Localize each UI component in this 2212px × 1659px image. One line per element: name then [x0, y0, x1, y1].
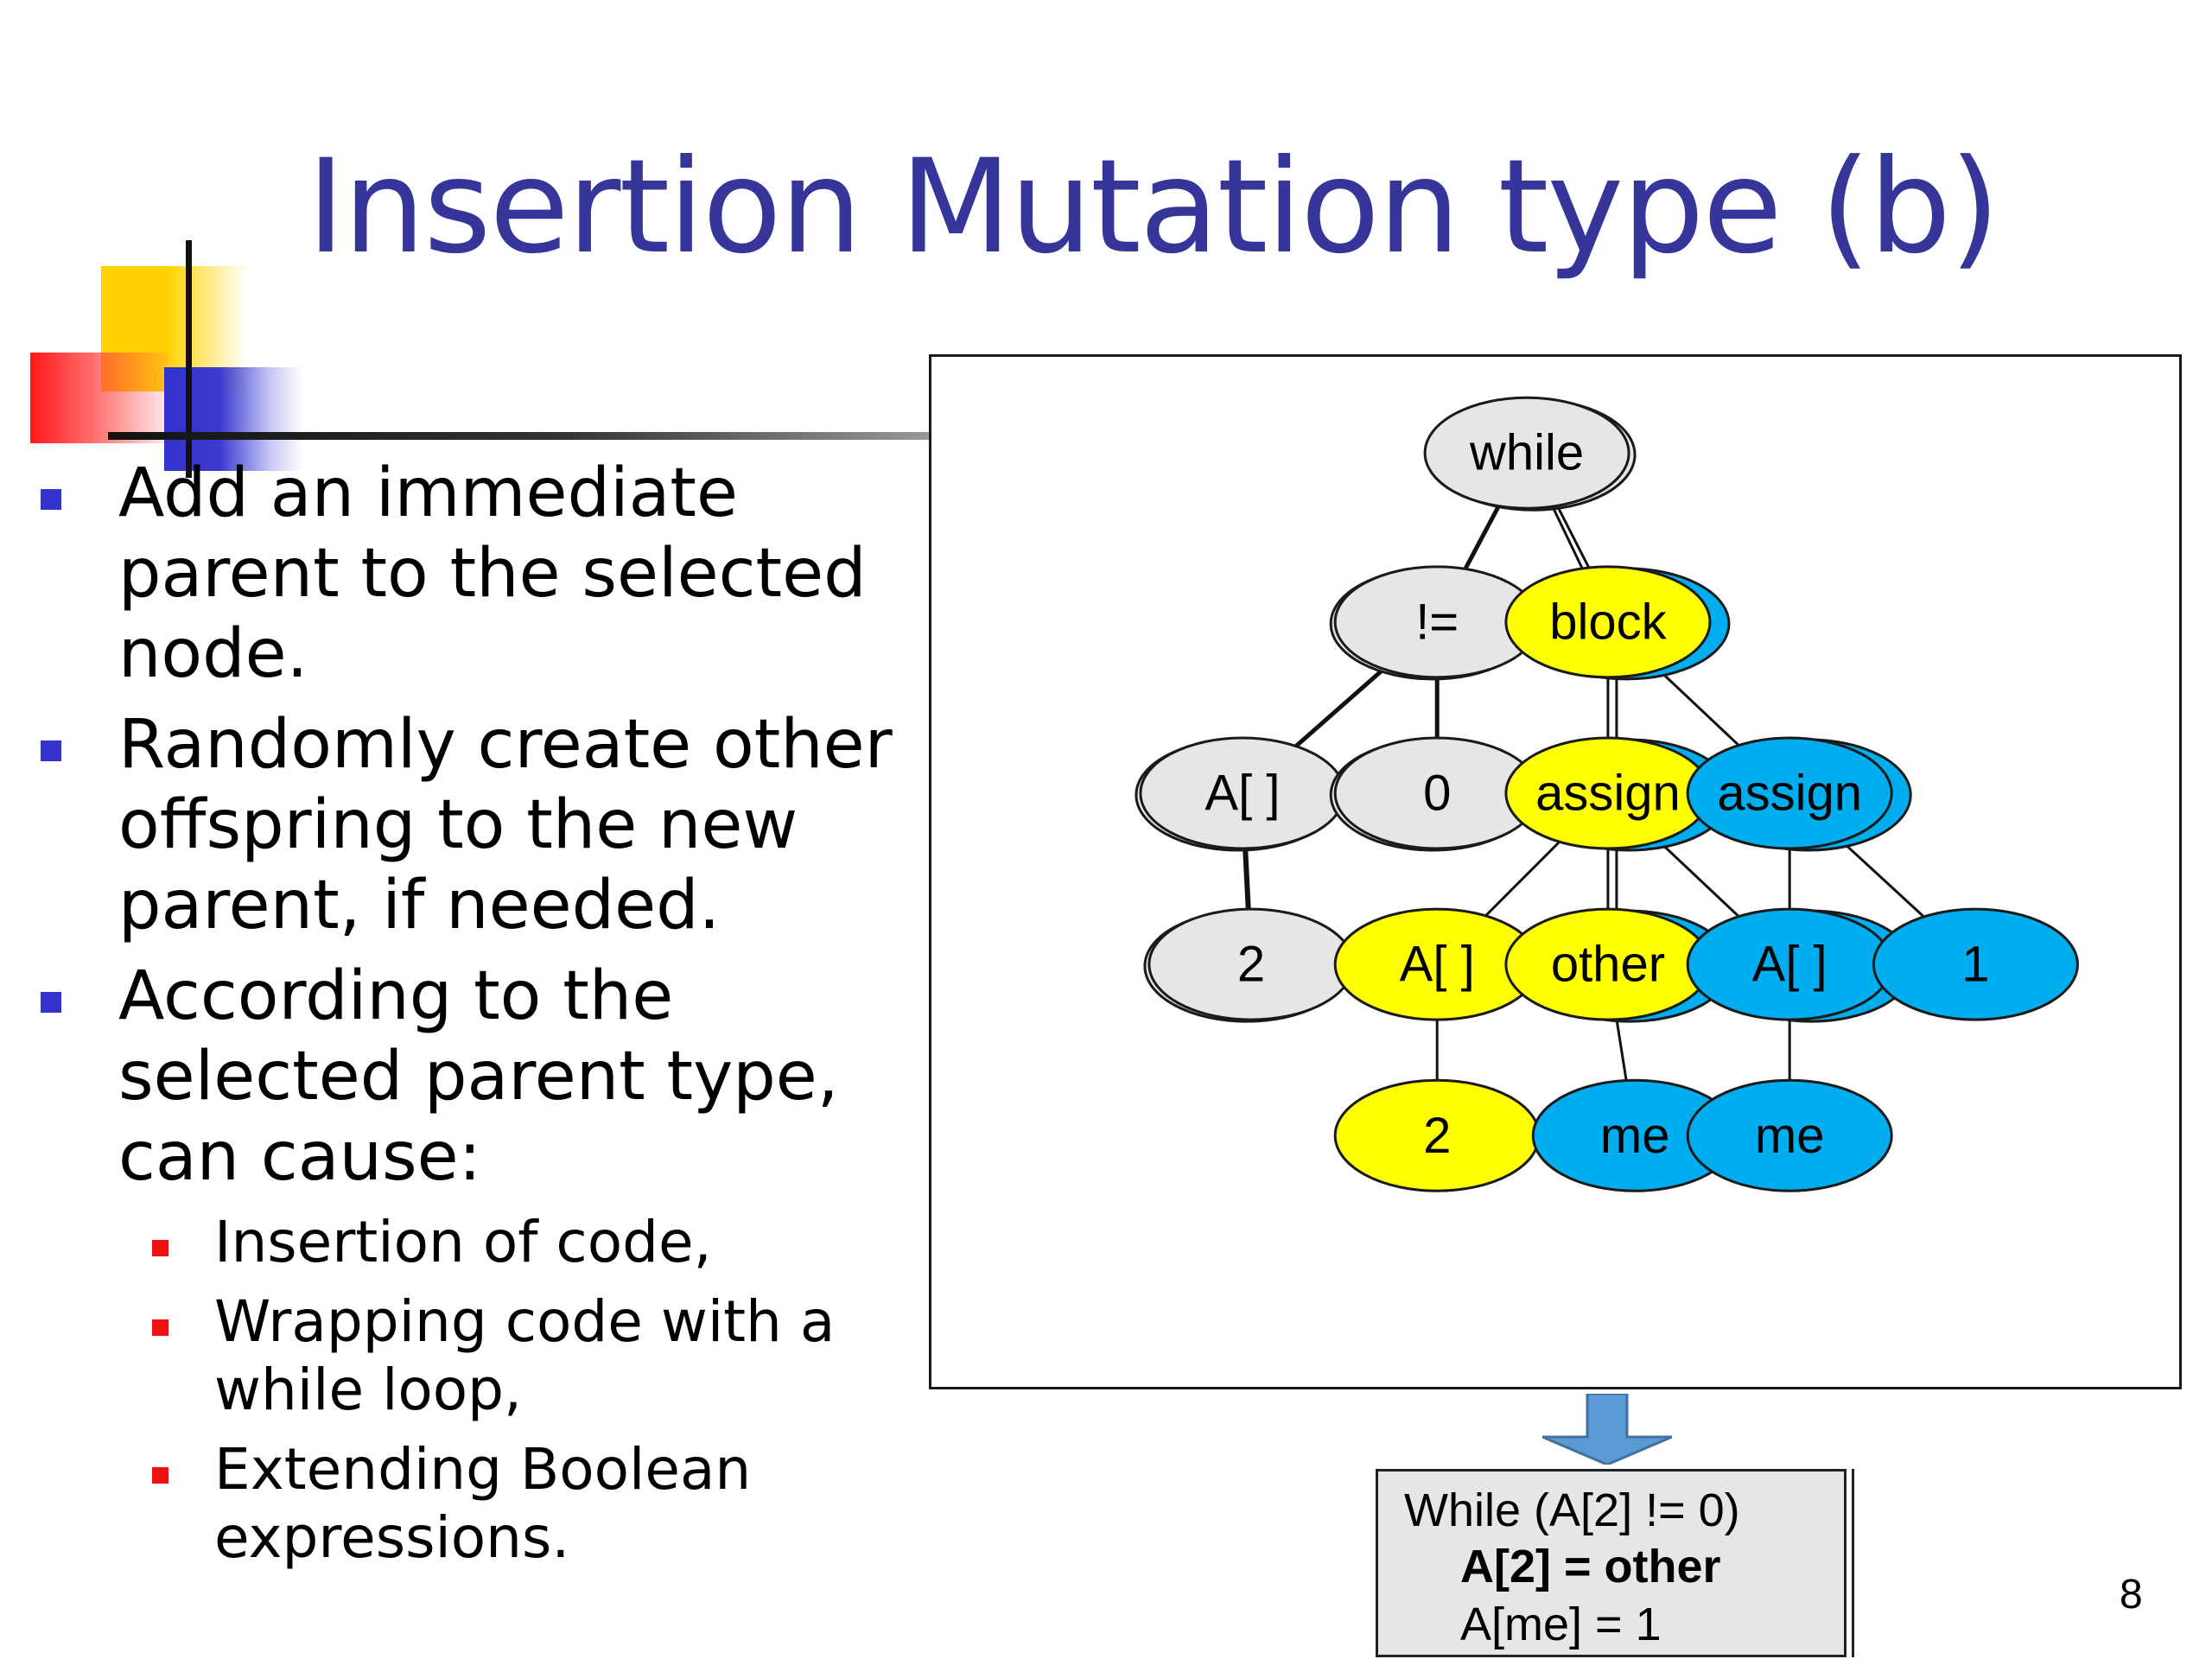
- bullet-item: Randomly create other offspring to the n…: [35, 705, 907, 946]
- sub-bullet-text-line: Extending Boolean: [214, 1436, 752, 1503]
- code-line-3: A[me] = 1: [1460, 1599, 1662, 1650]
- bullet-text-line: According to the: [118, 957, 674, 1035]
- tree-node-a1: A[ ]: [1135, 736, 1346, 852]
- tree-node-me2: me: [1686, 1078, 1893, 1192]
- sub-bullet-item: Wrapping code with a while loop,: [152, 1287, 907, 1424]
- bullet-text-line: Add an immediate: [118, 454, 739, 532]
- sub-bullet-list: Insertion of code, Wrapping code with a …: [35, 1208, 907, 1572]
- node-label: A[ ]: [1752, 937, 1827, 993]
- bullet-marker: [41, 992, 61, 1013]
- node-label: me: [1755, 1108, 1825, 1164]
- bullet-text-line: offspring to the new: [118, 786, 798, 864]
- sub-bullet-marker: [152, 1467, 168, 1484]
- node-label: 2: [1423, 1108, 1451, 1164]
- node-ellipse: [1686, 1078, 1893, 1192]
- node-label: assign: [1535, 765, 1681, 821]
- bullet-list: Add an immediate parent to the selected …: [35, 454, 907, 1583]
- node-ellipse: [1872, 907, 2079, 1021]
- tree-node-ne: !=: [1329, 565, 1541, 681]
- down-arrow-icon: [1542, 1394, 1672, 1465]
- title-underline: [108, 432, 933, 440]
- tree-node-zero: 0: [1329, 736, 1541, 852]
- bullet-text-line: parent to the selected: [118, 535, 867, 613]
- syntax-tree: while != block A[ ] 0 assign assign 2 A[ ] other A…: [1135, 396, 2079, 1192]
- code-result-box: While (A[2] != 0) A[2] = other A[me] = 1: [1376, 1469, 1847, 1657]
- sub-bullet-text-line: Wrapping code with a: [214, 1288, 836, 1355]
- node-label: A[ ]: [1400, 937, 1475, 993]
- node-label: 1: [1961, 937, 1989, 993]
- tree-node-block: block: [1504, 565, 1731, 681]
- node-label: 2: [1237, 937, 1265, 993]
- node-label: me: [1600, 1108, 1670, 1164]
- tree-node-one: 1: [1872, 907, 2079, 1021]
- node-label: assign: [1717, 765, 1862, 821]
- node-label: while: [1469, 425, 1584, 481]
- bullet-marker: [41, 741, 61, 761]
- bullet-text-line: selected parent type,: [118, 1038, 839, 1116]
- node-label: !=: [1415, 594, 1459, 650]
- code-line-1: While (A[2] != 0): [1404, 1484, 1740, 1536]
- bullet-text-line: parent, if needed.: [118, 867, 721, 944]
- page-number: 8: [2120, 1572, 2143, 1618]
- bullet-item: Add an immediate parent to the selected …: [35, 454, 907, 695]
- node-label: 0: [1423, 765, 1451, 821]
- sub-bullet-marker: [152, 1319, 168, 1336]
- decor-red-square: [30, 353, 168, 443]
- bullet-item: According to the selected parent type, c…: [35, 957, 907, 1572]
- tree-node-assign2: assign: [1686, 736, 1912, 852]
- tree-node-a3: A[ ]: [1686, 907, 1915, 1023]
- tree-node-a2: A[ ]: [1333, 907, 1541, 1021]
- sub-bullet-text-line: expressions.: [214, 1504, 570, 1571]
- slide-title: Insertion Mutation type (b): [307, 132, 2000, 283]
- decor-vertical-line: [186, 240, 192, 478]
- node-label: block: [1549, 594, 1667, 650]
- bullet-text-line: node.: [118, 615, 308, 693]
- node-label: A[ ]: [1205, 765, 1280, 821]
- tree-node-two2: 2: [1333, 1078, 1541, 1192]
- tree-diagram-frame: while != block A[ ] 0 assign assign 2 A[ ] other A…: [929, 354, 2182, 1389]
- sub-bullet-text-line: while loop,: [214, 1357, 523, 1423]
- tree-node-me1: me: [1531, 1078, 1738, 1192]
- sub-bullet-text-line: Insertion of code,: [214, 1209, 712, 1275]
- sub-bullet-item: Extending Boolean expressions.: [152, 1435, 907, 1572]
- tree-node-assign1: assign: [1504, 736, 1733, 852]
- tree-node-while: while: [1423, 396, 1637, 512]
- node-ellipse: [1504, 565, 1712, 679]
- code-line-2: A[2] = other: [1460, 1541, 1721, 1592]
- sub-bullet-marker: [152, 1240, 168, 1256]
- node-ellipse: [1686, 736, 1893, 850]
- bullet-text-line: Randomly create other: [118, 706, 893, 784]
- bullet-marker: [41, 489, 61, 510]
- tree-node-other: other: [1504, 907, 1733, 1023]
- node-label: other: [1551, 937, 1665, 993]
- bullet-text-line: can cause:: [118, 1118, 481, 1196]
- tree-node-two1: 2: [1143, 907, 1355, 1023]
- sub-bullet-item: Insertion of code,: [152, 1208, 907, 1276]
- node-ellipse: [1423, 396, 1630, 510]
